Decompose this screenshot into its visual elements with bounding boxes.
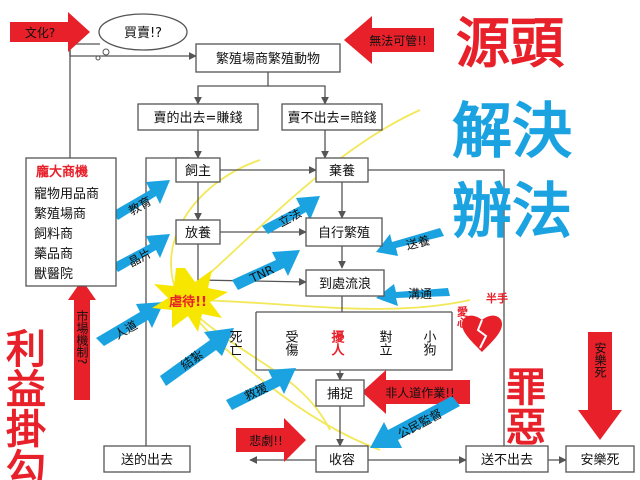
labels: 繁殖場商繁殖動物 賣的出去=賺錢 賣不出去=賠錢 飼主 棄養 放養 自行繁殖 到… [34,26,620,468]
box-release [175,219,221,245]
blue-arrow-adopt [376,228,444,256]
box-catch [315,379,365,407]
red-arrow-culture [10,12,90,52]
boxes [25,43,635,473]
bubble-dot [95,55,101,61]
blue-arrow-humane [96,302,164,346]
box-self-breed [305,217,383,247]
label-business-item: 繁殖場商 [34,206,86,222]
red-arrow-euth [578,332,622,440]
outcome-disturb: 擾人 [329,329,345,356]
box-unsold [281,103,383,131]
label-keeper: 飼主 [185,164,211,179]
red-label-no-law: 無法可管!! [369,33,427,48]
box-abandon [315,157,369,183]
blue-arrow-rescue [226,368,296,410]
outcome-death: 死亡 [227,330,243,356]
red-label-inhuman: 非人道作業!! [385,386,455,400]
blue-label-communicate: 溝通 [408,287,432,301]
bubble-dot [102,48,110,56]
blue-arrows [96,180,460,448]
big-solve: 解決 [452,97,572,167]
red-arrow-market [68,280,96,400]
label-business-item: 獸醫院 [34,267,73,282]
outcome-conflict: 對立 [377,330,393,356]
blue-arrow-citizen [370,396,460,448]
label-stray: 到處流浪 [319,277,371,292]
big-source: 源頭 [456,12,565,75]
box-euthanasia [565,445,635,473]
blue-label-tnr: TNR [247,262,276,286]
label-business-item: 飼料商 [34,227,73,242]
label-business-item: 寵物用品商 [34,186,99,202]
label-shelter: 收容 [329,452,355,468]
red-label-market: 市場機制? [75,309,89,365]
blue-arrow-communicate [376,284,450,306]
box-sold [137,103,259,131]
outcome-puppy: 小狗 [421,330,437,356]
label-not-sent: 送不出去 [481,453,533,468]
box-big-business [25,157,117,287]
label-catch: 捕捉 [327,386,353,402]
box-not-sent [465,445,549,473]
heart-label: 愛心 [456,305,469,329]
blue-arrow-neuter [160,328,234,386]
label-bubble: 買賣!? [124,26,162,41]
box-stray [305,269,385,297]
red-arrow-no-law [344,16,434,64]
bubble-shape [98,13,188,51]
blue-arrow-legislation [262,196,320,234]
label-euthanasia: 安樂死 [580,452,619,468]
label-big-business-title: 龐大商機 [36,164,88,180]
blue-arrow-tnr [232,250,300,290]
box-keeper [175,157,221,183]
outcome-injury: 受傷 [283,330,299,357]
box-sent-out [103,445,191,473]
blue-label-adopt: 送養 [404,232,431,252]
burst-shape [152,268,228,332]
connectors [69,43,567,464]
red-arrow-labels: 文化? 無法可管!! 市場機制? 非人道作業!! 悲劇!! 安樂死 [25,25,607,448]
burst-label: 虐待!! [169,294,207,310]
big-sin-1: 罪惡 [499,366,546,446]
blue-arrow-microchip [112,234,170,272]
red-label-euth: 安樂死 [593,341,607,378]
heart-crack [476,319,488,349]
red-label-culture: 文化? [25,25,55,40]
box-farm [195,43,341,73]
label-self-breed: 自行繁殖 [318,225,370,241]
red-label-tragedy: 悲劇!! [249,433,283,448]
label-sent-out: 送的出去 [121,452,173,468]
label-sold: 賣的出去=賺錢 [154,110,243,126]
label-abandon: 棄養 [329,163,355,179]
label-unsold: 賣不出去=賠錢 [288,110,377,126]
blue-arrow-education [112,180,170,220]
box-shelter [315,445,369,473]
big-method: 辦法 [452,177,572,247]
outcome-labels: 死亡 受傷 擾人 對立 小狗 [227,329,437,357]
blue-arrow-labels: 教育 立法 晶片 TNR 送養 溝通 人道 結紮 救援 公民監督 [112,193,444,441]
half-label: 半手 [486,291,508,305]
red-arrow-tragedy [236,418,306,462]
label-farm: 繁殖場商繁殖動物 [216,51,320,67]
big-profit: 利益掛勾 [0,328,46,480]
label-business-item: 藥品商 [34,247,73,262]
label-release: 放養 [185,225,211,241]
